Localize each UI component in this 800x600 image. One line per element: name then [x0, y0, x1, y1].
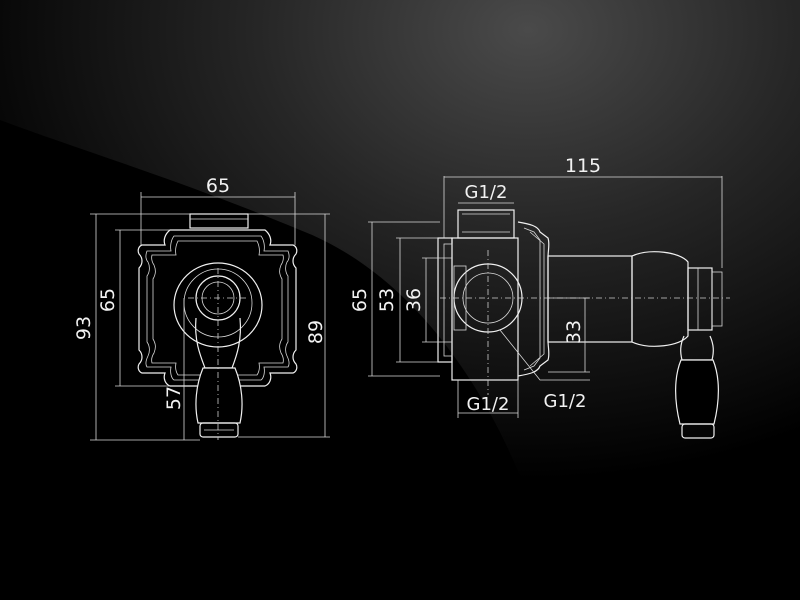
top-thread-label: G1/2	[465, 182, 508, 203]
dim-65-height-label: 65	[97, 288, 119, 312]
handle-body	[195, 367, 243, 424]
dim-115-label: 115	[565, 155, 601, 177]
dim-36-label: 36	[403, 288, 425, 312]
escutcheon-inner	[145, 235, 290, 381]
bottom-thread-label: G1/2	[467, 394, 510, 415]
dim-89-label: 89	[305, 320, 327, 344]
side-thread-label: G1/2	[544, 391, 587, 412]
top-fitting	[457, 209, 515, 239]
escutcheon-inner-2	[151, 240, 284, 376]
dim-53-label: 53	[376, 288, 398, 312]
dim-57-label: 57	[163, 386, 185, 410]
side-handle-cap	[681, 423, 715, 439]
dim-33-label: 33	[563, 320, 585, 344]
handle-hub	[631, 251, 689, 347]
side-thread-leader	[499, 329, 590, 381]
handle-cap	[199, 422, 239, 438]
side-view: 115 G1/2 G1/2 G1/2 65 53 36 33	[349, 155, 730, 439]
side-handle-body	[675, 359, 719, 425]
front-view: 65 93 65 57 89	[73, 175, 330, 441]
escutcheon-outer	[137, 229, 298, 387]
dim-side-65-label: 65	[349, 288, 371, 312]
dim-width-label: 65	[206, 175, 230, 197]
dim-93-label: 93	[73, 316, 95, 340]
top-block	[189, 213, 249, 229]
